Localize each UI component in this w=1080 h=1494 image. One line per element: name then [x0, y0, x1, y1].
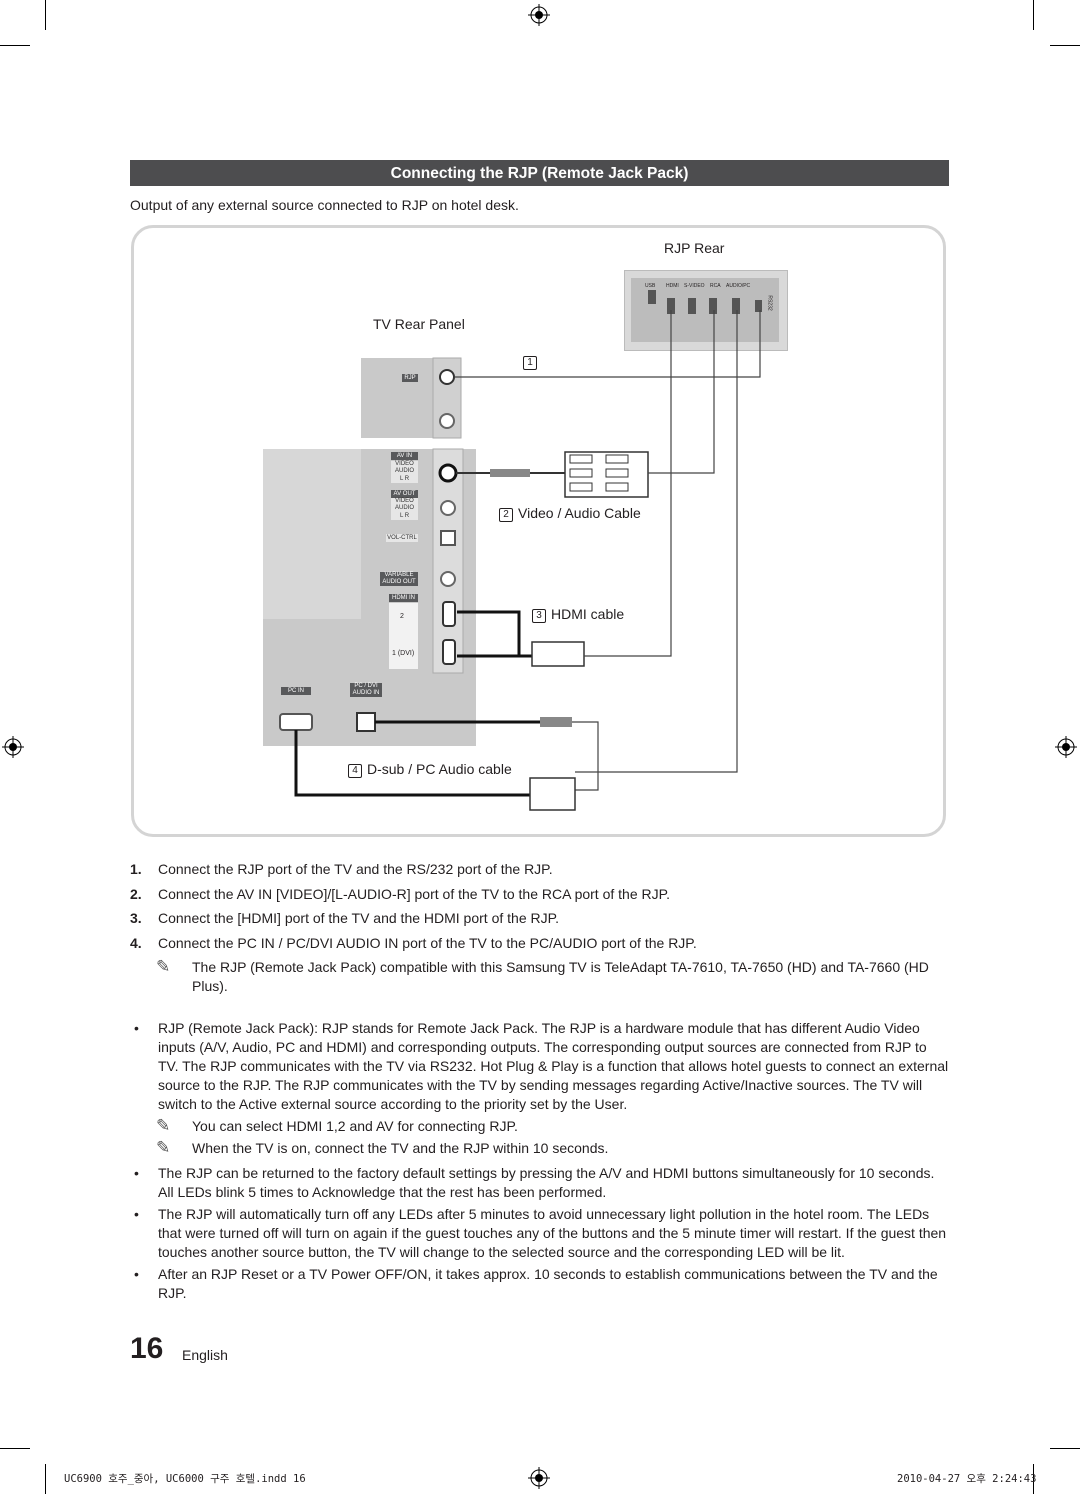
callout-4: 4 D-sub / PC Audio cable	[348, 761, 512, 778]
tv-rear-panel-label: TV Rear Panel	[373, 316, 465, 332]
av-out-sub-tag: VIDEO AUDIO	[391, 498, 418, 512]
hdmi-in-tag: HDMI IN	[389, 594, 418, 602]
callout-3: 3 HDMI cable	[532, 606, 624, 623]
crop-mark	[0, 45, 30, 46]
callout-3-text: HDMI cable	[551, 606, 625, 622]
note-pencil-icon: ✎	[156, 1116, 171, 1135]
av-out-tag: AV OUT	[391, 490, 418, 498]
av-in-sub-tag: VIDEO AUDIO	[391, 461, 418, 475]
section-title: Connecting the RJP (Remote Jack Pack)	[130, 160, 949, 186]
bullet-item: •The RJP can be returned to the factory …	[134, 1165, 935, 1200]
bullet-note: ✎When the TV is on, connect the TV and t…	[156, 1138, 609, 1157]
pc-in-tag: PC IN	[281, 687, 311, 695]
step-item: 3.Connect the [HDMI] port of the TV and …	[130, 910, 560, 926]
section-intro: Output of any external source connected …	[130, 197, 519, 213]
crop-mark	[45, 1464, 46, 1494]
cable-diagram	[279, 290, 762, 811]
callout-2-number: 2	[499, 508, 513, 522]
note-pencil-icon: ✎	[156, 957, 171, 976]
print-footer-timestamp: 2010-04-27 오후 2:24:43	[897, 1473, 1037, 1485]
callout-2-text: Video / Audio Cable	[518, 505, 641, 521]
callout-4-text: D-sub / PC Audio cable	[367, 761, 512, 777]
crop-mark	[1033, 1464, 1034, 1494]
registration-mark-icon	[2, 736, 24, 758]
step-item: 4.Connect the PC IN / PC/DVI AUDIO IN po…	[130, 934, 697, 951]
page-number: 16	[130, 1332, 164, 1365]
steps-list: 1.Connect the RJP port of the TV and the…	[130, 857, 950, 996]
page-language: English	[182, 1347, 228, 1363]
note-pencil-icon: ✎	[156, 1138, 171, 1157]
callout-3-number: 3	[532, 609, 546, 623]
bullet-note: ✎You can select HDMI 1,2 and AV for conn…	[156, 1116, 518, 1135]
av-in-tag: AV IN	[391, 452, 418, 460]
rjp-port-rca-label: RCA	[710, 283, 721, 289]
variable-audio-out-tag: VARIABLE AUDIO OUT	[380, 572, 418, 586]
registration-mark-icon	[528, 1467, 550, 1489]
crop-mark	[45, 0, 46, 30]
bullet-item: •The RJP will automatically turn off any…	[134, 1206, 947, 1260]
hdmi-port-block	[389, 603, 418, 669]
av-in-lr-tag: L R	[391, 475, 418, 483]
callout-1-number: 1	[523, 356, 537, 370]
rjp-rear-label: RJP Rear	[664, 240, 725, 256]
connection-diagram	[131, 225, 946, 837]
callout-4-number: 4	[348, 764, 362, 778]
step-item: 1.Connect the RJP port of the TV and the…	[130, 861, 553, 877]
tv-main-panel-cutout	[263, 449, 361, 619]
registration-mark-icon	[528, 4, 550, 26]
av-out-lr-tag: L R	[391, 512, 418, 520]
callout-1: 1	[523, 353, 542, 370]
rjp-port-audio-pc-label: AUDIO/PC	[726, 283, 751, 289]
bullet-item: •After an RJP Reset or a TV Power OFF/ON…	[134, 1266, 938, 1301]
step-note: ✎The RJP (Remote Jack Pack) compatible w…	[156, 957, 929, 994]
print-footer-filename: UC6900 호주_중아, UC6000 구주 호텔.indd 16	[64, 1473, 306, 1485]
rjp-port-hdmi-label: HDMI	[666, 283, 679, 289]
crop-mark	[1050, 45, 1080, 46]
rjp-port-svideo-label: S-VIDEO	[684, 283, 705, 289]
crop-mark	[0, 1448, 30, 1449]
pc-dvi-audio-in-tag: PC / DVI AUDIO IN	[350, 683, 382, 697]
hdmi-1-dvi-label: 1 (DVI)	[392, 650, 415, 657]
rjp-port-usb-label: USB	[645, 283, 656, 289]
step-item: 2.Connect the AV IN [VIDEO]/[L-AUDIO-R] …	[130, 885, 671, 902]
crop-mark	[1033, 0, 1034, 30]
hdmi-2-label: 2	[400, 613, 404, 620]
bullet-item: •RJP (Remote Jack Pack): RJP stands for …	[134, 1020, 949, 1112]
callout-2: 2 Video / Audio Cable	[499, 505, 641, 522]
crop-mark	[1050, 1448, 1080, 1449]
vol-ctrl-tag: VOL-CTRL	[386, 534, 418, 542]
rjp-rear-inner	[631, 278, 779, 342]
registration-mark-icon	[1055, 736, 1077, 758]
bullet-list: •RJP (Remote Jack Pack): RJP stands for …	[130, 1019, 950, 1306]
rjp-port-tag: RJP	[402, 374, 418, 382]
